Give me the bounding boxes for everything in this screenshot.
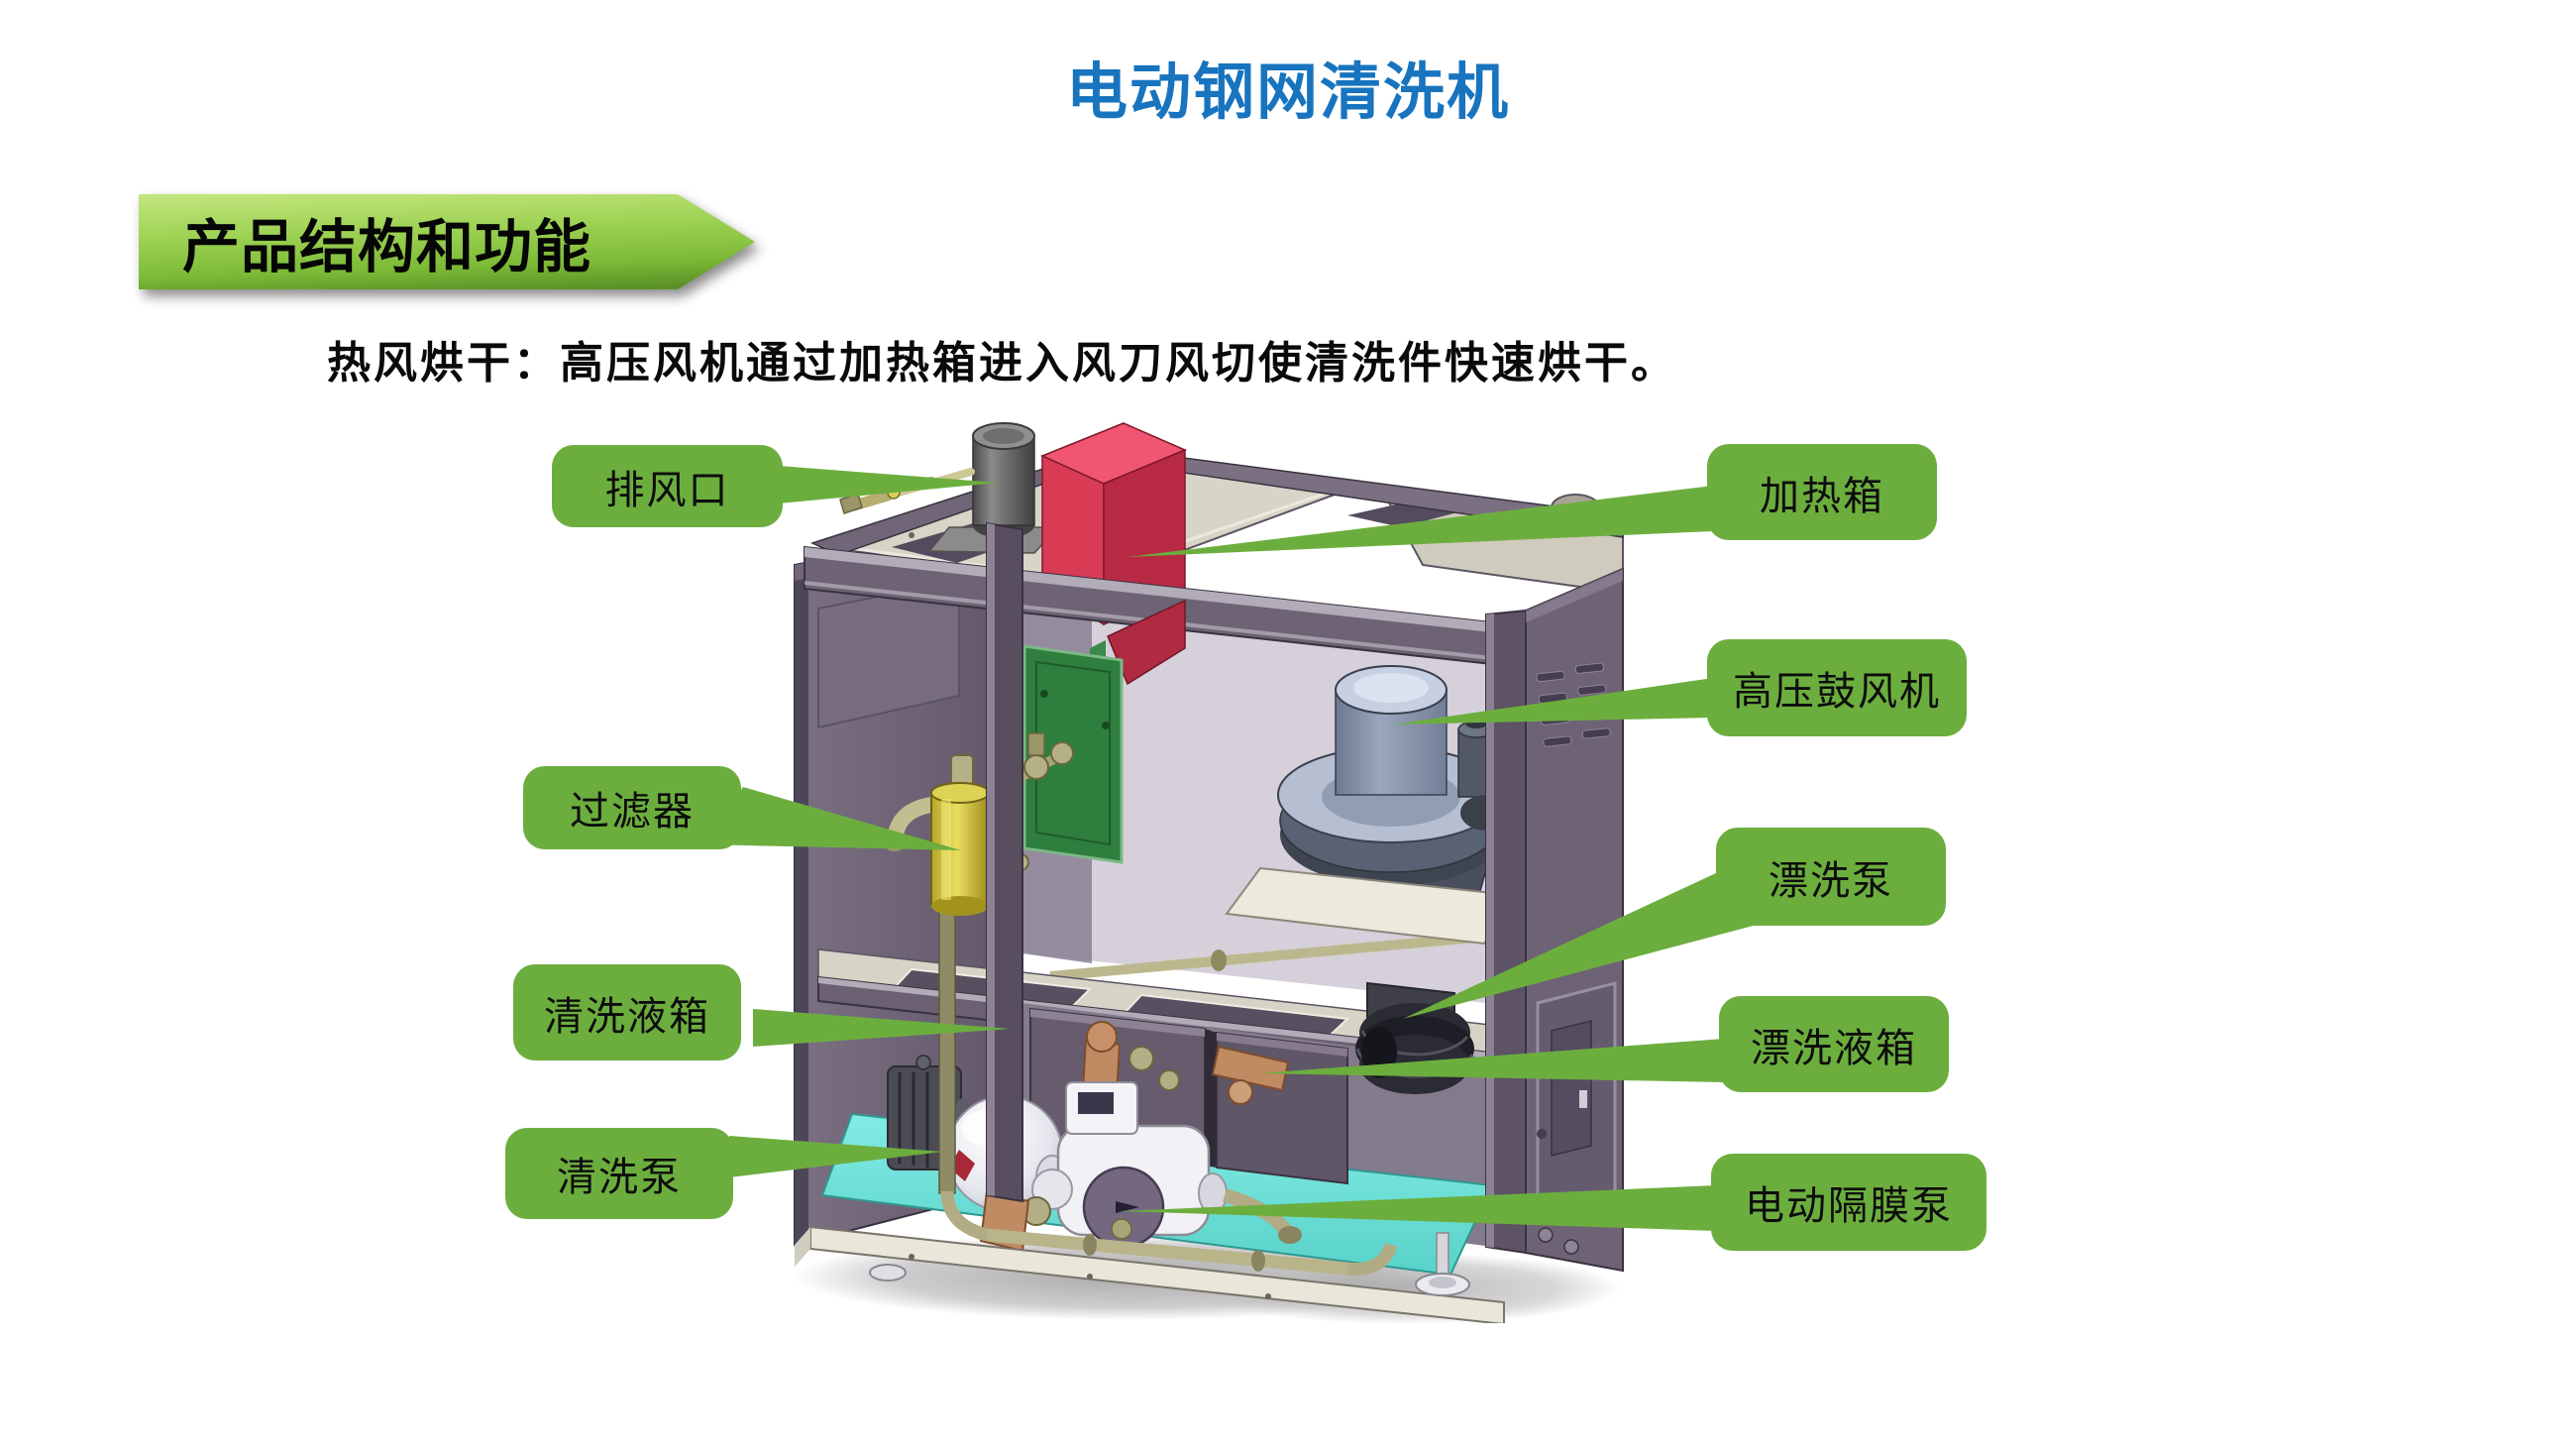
right-side-panel	[1525, 567, 1624, 1273]
page-title: 电动钢网清洗机	[1065, 59, 1510, 127]
callout-exhaust-outlet: 排风口	[552, 445, 783, 527]
callout-high-pressure-blower: 高压鼓风机	[1707, 639, 1967, 736]
front-right-column	[1485, 609, 1527, 1255]
rinse-pump-black	[1355, 981, 1474, 1094]
tank-gap	[1205, 1029, 1217, 1168]
callout-cleaning-liquid-tank: 清洗液箱	[513, 964, 741, 1060]
description-text: 热风烘干：高压风机通过加热箱进入风刀风切使清洗件快速烘干。	[327, 339, 1677, 388]
callout-rinse-liquid-tank: 漂洗液箱	[1719, 996, 1949, 1092]
section-banner: 产品结构和功能	[139, 194, 755, 289]
pipe-joint	[1211, 949, 1227, 971]
front-left-column	[986, 521, 1023, 1203]
section-banner-arrow: 产品结构和功能	[139, 194, 755, 289]
machine-illustration	[793, 422, 1624, 1326]
callout-rinse-pump: 漂洗泵	[1716, 828, 1946, 926]
callout-electric-diaphragm-pump: 电动隔膜泵	[1711, 1154, 1986, 1251]
callout-heating-box: 加热箱	[1707, 444, 1937, 540]
section-banner-label: 产品结构和功能	[182, 215, 592, 279]
bottom-pipes	[940, 1190, 1398, 1276]
callout-cleaning-pump: 清洗泵	[505, 1128, 733, 1219]
callout-filter: 过滤器	[523, 766, 741, 849]
machine-photo	[793, 396, 1625, 1326]
